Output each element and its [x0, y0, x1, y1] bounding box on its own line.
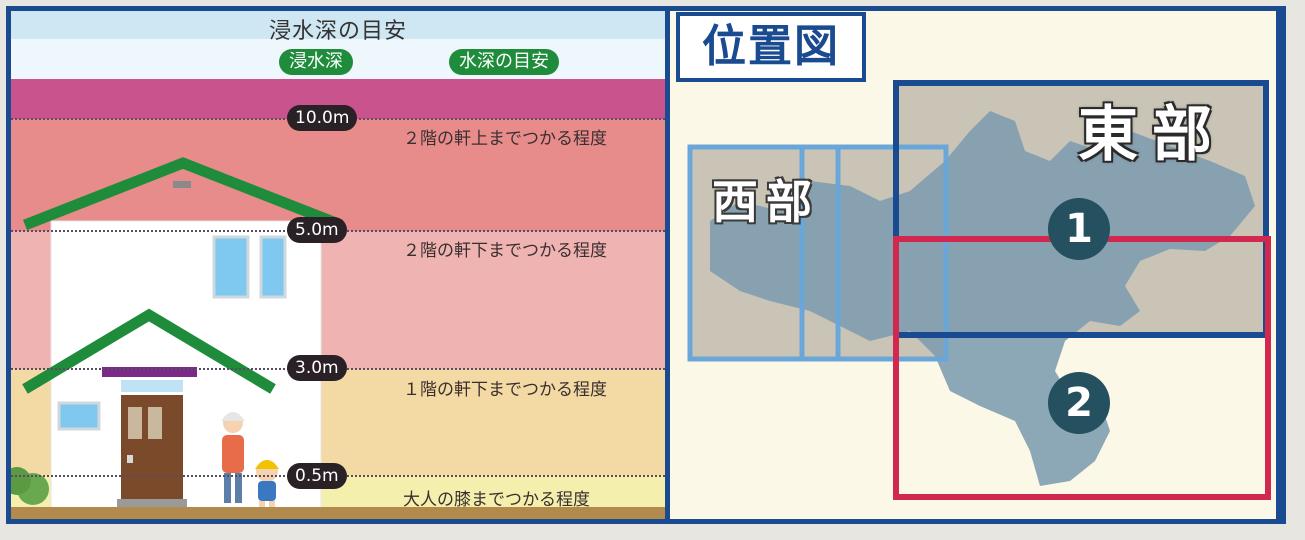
map-title: 位置図	[676, 12, 866, 82]
depth-label-05m: 0.5m	[287, 463, 347, 489]
col-depth-label: 浸水深	[279, 49, 353, 75]
door-canopy	[102, 367, 197, 377]
col-guide-label: 水深の目安	[449, 49, 559, 75]
lower-window	[57, 401, 101, 431]
depth-label-10m: 10.0m	[287, 105, 358, 131]
depth-label-3m: 3.0m	[287, 355, 347, 381]
front-door	[117, 395, 187, 507]
area-2-marker: 2	[1048, 372, 1110, 434]
desc-5m: ２階の軒下までつかる程度	[403, 241, 607, 261]
legend-title: 浸水深の目安	[268, 19, 407, 44]
desc-10m: ２階の軒上までつかる程度	[403, 129, 607, 149]
house-illustration	[11, 157, 344, 513]
location-map	[670, 11, 1281, 519]
roof-vent	[173, 181, 191, 188]
panel-divider	[665, 11, 670, 519]
door-transom	[121, 380, 183, 392]
upper-window	[212, 235, 287, 299]
map-right-edge	[1276, 11, 1281, 519]
west-label: 西部	[712, 175, 820, 229]
upper-roof	[22, 157, 344, 231]
band-title	[11, 11, 665, 39]
lower-roof	[22, 308, 276, 394]
area-1-marker: 1	[1048, 198, 1110, 260]
flood-depth-legend: 浸水深の目安 浸水深 水深の目安	[11, 11, 665, 519]
bush-icon	[11, 467, 49, 505]
band-5-10m	[11, 119, 665, 231]
desc-3m: １階の軒下までつかる程度	[403, 380, 607, 400]
door-knob	[127, 455, 133, 463]
map-graphic	[687, 80, 1271, 500]
depth-label-5m: 5.0m	[287, 217, 347, 243]
east-label: 東部	[1078, 100, 1226, 170]
area-1-frame	[893, 80, 1269, 338]
district-outline	[710, 111, 1255, 486]
west-subarea-3	[835, 144, 949, 362]
ground-strip	[11, 507, 665, 519]
desc-05m: 大人の膝までつかる程度	[403, 490, 590, 510]
adult-figure-icon	[221, 412, 245, 503]
